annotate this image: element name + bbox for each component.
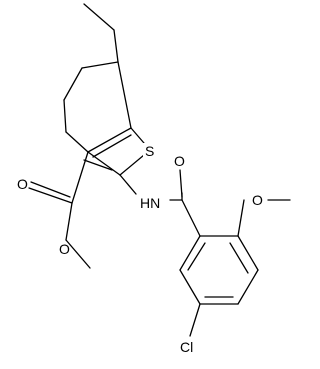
bond [237,235,259,271]
sulfur-atom-label: S [145,143,154,159]
bond [30,181,71,198]
bond-lines [28,3,291,337]
bond [81,61,119,69]
methoxy-oxygen-label: O [252,192,263,208]
bond [229,242,249,274]
bond [65,131,89,153]
chlorine-atom-label: Cl [180,339,193,355]
bond [65,239,91,269]
bond [117,61,132,129]
bond [113,29,119,63]
nh-label: HN [140,195,160,211]
ester-carbonyl-oxygen-label: O [17,176,28,192]
ester-ether-oxygen-label: O [59,241,70,257]
bond [92,134,132,158]
bond [237,199,245,237]
molecule-drawing: S HN O O O O Cl [17,3,291,355]
bond [179,169,183,198]
bond [189,303,201,337]
bond [83,3,115,31]
bond [83,159,113,171]
bond [119,174,137,195]
bond [237,269,259,305]
bond [63,99,67,133]
bond [181,199,201,237]
bond [87,151,121,176]
bond [187,242,206,271]
bond [63,67,83,101]
bond [65,202,73,241]
structure-canvas: S HN O O O O Cl [17,3,291,355]
amide-oxygen-label: O [174,153,185,169]
bond [179,235,201,271]
atom-labels: S HN O O O O Cl [17,143,263,355]
bond [71,151,89,204]
bond [28,187,73,204]
bond [179,269,201,305]
bond [87,127,132,153]
